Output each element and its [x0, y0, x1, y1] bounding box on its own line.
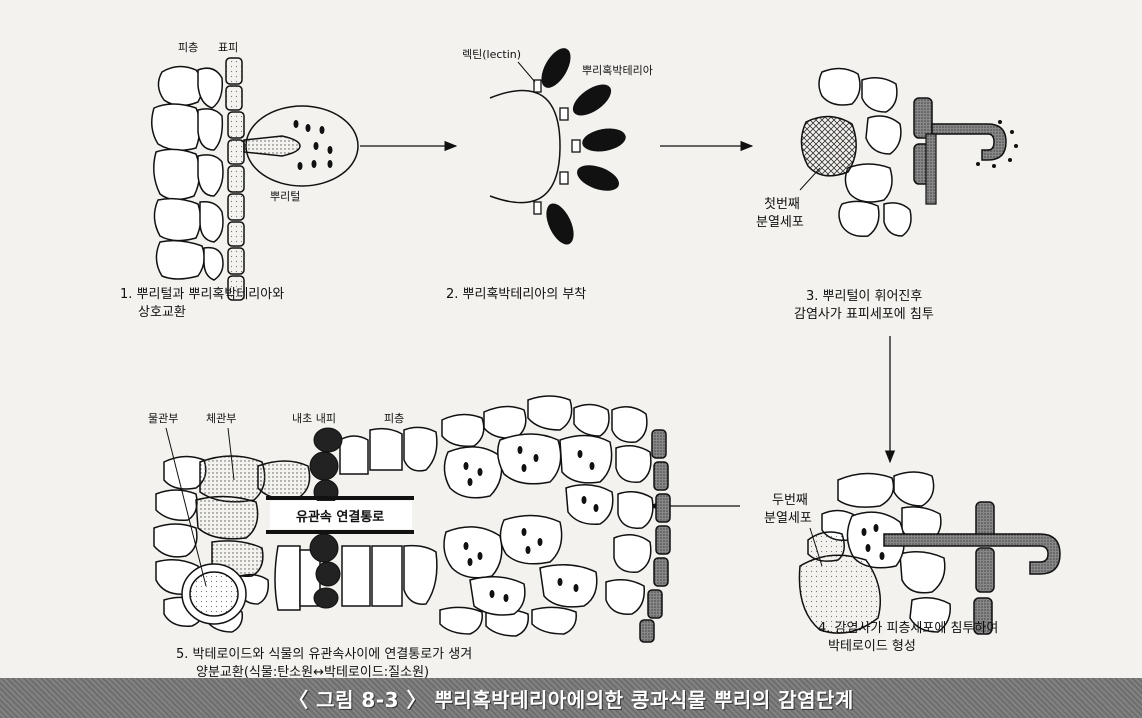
- label-first-dividing-cell-2: 분열세포: [756, 215, 804, 230]
- caption-stage1-line1: 1. 뿌리털과 뿌리혹박테리아와: [120, 287, 284, 302]
- caption-stage5-line1: 5. 박테로이드와 식물의 유관속사이에 연결통로가 생겨: [176, 647, 472, 662]
- stage2-lectins: [534, 80, 580, 214]
- caption-stage2-line1: 2. 뿌리혹박테리아의 부착: [446, 287, 586, 302]
- label-vascular-connection: 유관속 연결통로: [296, 509, 384, 525]
- label-rhizobia: 뿌리혹박테리아: [582, 63, 653, 77]
- stage5-infected-cells: [444, 434, 613, 615]
- stage3-infection-thread: [926, 134, 936, 204]
- caption-stage3-line2: 감염사가 표피세포에 침투: [794, 307, 934, 322]
- caption-stage3-line1: 3. 뿌리털이 휘어진후: [806, 289, 922, 304]
- caption-stage1-line2: 상호교환: [138, 305, 186, 320]
- caption-stage4-line2: 박테로이드 형성: [828, 639, 916, 654]
- label-second-dividing-cell-1: 두번째: [772, 493, 808, 508]
- infection-stages-diagram: 피층 표피 뿌리털 1. 뿌리털과 뿌리혹박테리아와 상호교환 렉틴(lecti…: [0, 0, 1142, 678]
- stage5-channel-top: [266, 496, 414, 500]
- label-root-hair: 뿌리털: [270, 190, 300, 203]
- stage5-channel-bottom: [266, 530, 414, 534]
- stage4-epidermis: [974, 502, 994, 634]
- label-cortex-1: 피층: [178, 41, 198, 54]
- label-pericycle-endodermis: 내초 내피: [292, 412, 336, 425]
- label-phloem: 체관부: [206, 412, 236, 425]
- label-cortex-5: 피층: [384, 412, 404, 425]
- stage1-root-hair: [152, 66, 223, 280]
- label-epidermis-1: 표피: [218, 41, 238, 54]
- stage3-curled-root-hair: [932, 124, 1006, 160]
- stage1-root-hair-shape: [244, 136, 300, 156]
- stage1-epidermis: [226, 58, 244, 300]
- figure-title: 〈 그림 8-3 〉 뿌리혹박테리아에의한 콩과식물 뿌리의 감염단계: [288, 684, 854, 713]
- label-lectin: 렉틴(lectin): [462, 48, 521, 61]
- label-second-dividing-cell-2: 분열세포: [764, 511, 812, 526]
- stage5-xylem: [182, 564, 246, 624]
- stage2-root-hair-surface: [490, 90, 560, 202]
- stage5-outer-cells: [606, 407, 653, 614]
- caption-stage5-line2: 양분교환(식물:탄소원↔박테로이드:질소원): [196, 665, 429, 678]
- label-xylem: 물관부: [148, 412, 178, 425]
- figure-title-bar: 〈 그림 8-3 〉 뿌리혹박테리아에의한 콩과식물 뿌리의 감염단계: [0, 678, 1142, 718]
- label-first-dividing-cell-1: 첫번째: [764, 197, 800, 212]
- stage3-first-dividing-cell: [801, 116, 856, 175]
- caption-stage4-line1: 4. 감염사가 피층세포에 침투하여: [818, 621, 998, 636]
